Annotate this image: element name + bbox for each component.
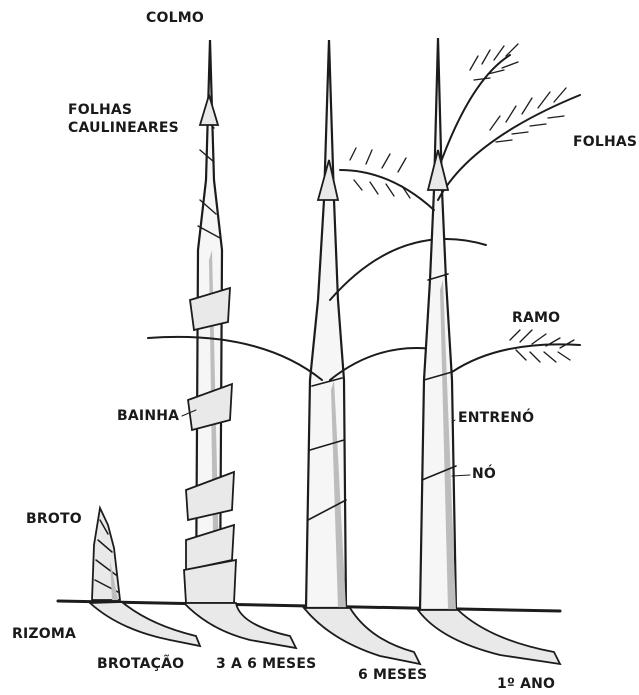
stage-label-brotacao: BROTAÇÃO — [97, 656, 184, 673]
stage-label-6-meses: 6 MESES — [358, 667, 427, 684]
label-entreno: ENTRENÓ — [458, 410, 534, 427]
culm-3-6-rhizome — [184, 603, 296, 648]
label-folhas-caulineares-2: CAULINEARES — [68, 120, 179, 137]
broto-shoot — [92, 508, 120, 600]
culm-1-ano-rhizome — [418, 610, 560, 664]
culm-6-meses-rhizome — [304, 608, 420, 664]
label-no: NÓ — [472, 466, 496, 483]
culm-3-6-meses — [184, 40, 236, 603]
label-colmo: COLMO — [146, 10, 204, 27]
label-ramo: RAMO — [512, 310, 560, 327]
label-rizoma: RIZOMA — [12, 626, 76, 643]
label-bainha: BAINHA — [117, 408, 179, 425]
stage-label-1-ano: 1º ANO — [497, 676, 555, 693]
broto-rhizome — [90, 602, 200, 646]
label-broto: BROTO — [26, 511, 82, 528]
stage-label-3-6-meses: 3 A 6 MESES — [216, 656, 316, 673]
label-folhas: FOLHAS — [573, 134, 637, 151]
label-folhas-caulineares-1: FOLHAS — [68, 102, 132, 119]
